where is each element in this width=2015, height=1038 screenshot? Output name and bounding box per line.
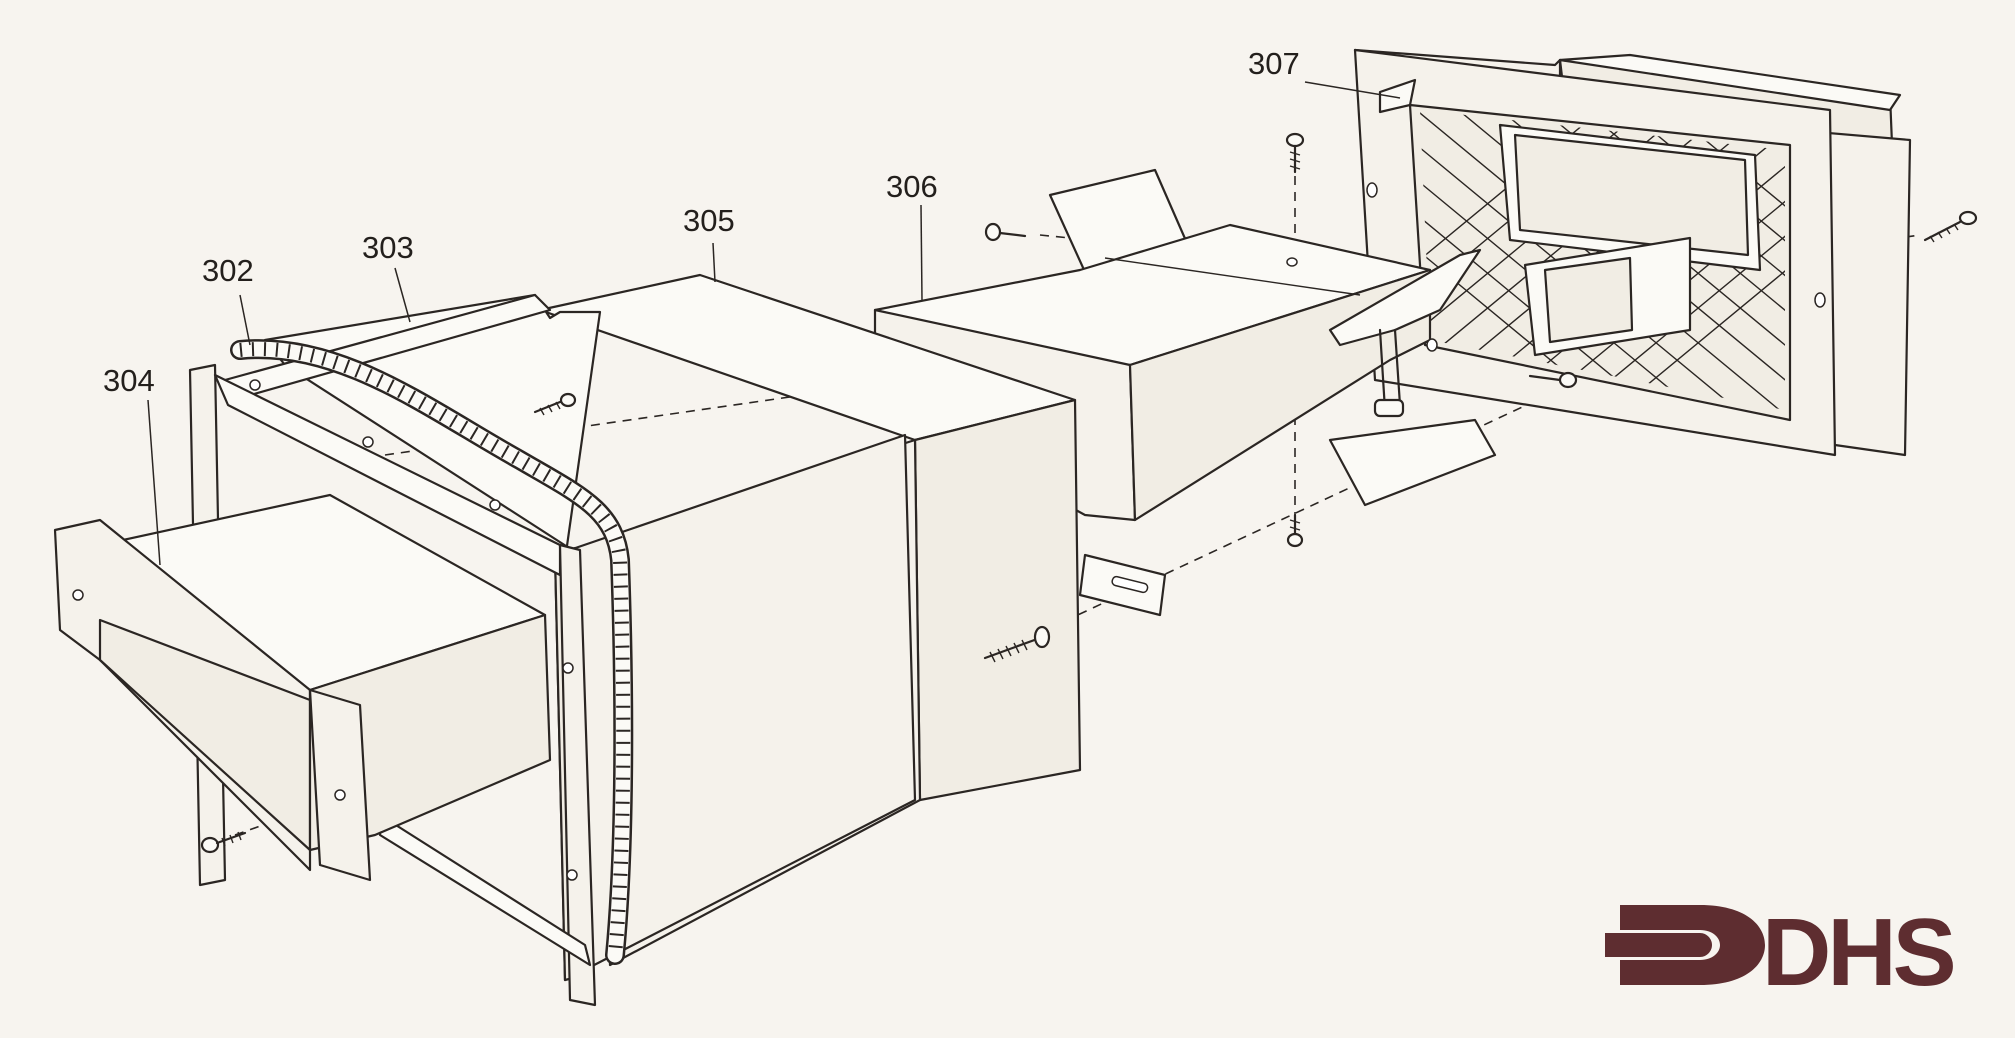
logo-arrow-mark (1605, 905, 1765, 985)
label-307: 307 (1248, 46, 1300, 81)
label-306: 306 (886, 169, 938, 204)
label-304: 304 (103, 363, 155, 398)
screw-icon (533, 392, 577, 416)
label-305: 305 (683, 203, 735, 238)
part-303-sleeve-frame (188, 293, 602, 1007)
slotted-bracket (1078, 553, 1167, 617)
part-labels: 302 303 304 305 306 307 (103, 46, 1300, 398)
screw-icon (200, 831, 247, 854)
part-307-vent-grille (1353, 48, 1978, 457)
logo-text: DHS (1762, 899, 1954, 1006)
leader-lines (147, 81, 1401, 566)
part-302-rope-seal (230, 339, 634, 965)
dhs-logo: DHS (1605, 899, 1958, 1006)
screw-icon (983, 625, 1051, 663)
screw-icon (1923, 210, 1978, 243)
part-304-extension-duct (53, 493, 552, 882)
screw-icon (1528, 371, 1578, 389)
screw-icon (1285, 132, 1305, 267)
screw-icon (984, 222, 1027, 242)
label-303: 303 (362, 230, 414, 265)
screw-icon (1286, 513, 1304, 548)
label-302: 302 (202, 253, 254, 288)
part-305-duct-box (538, 273, 1082, 982)
